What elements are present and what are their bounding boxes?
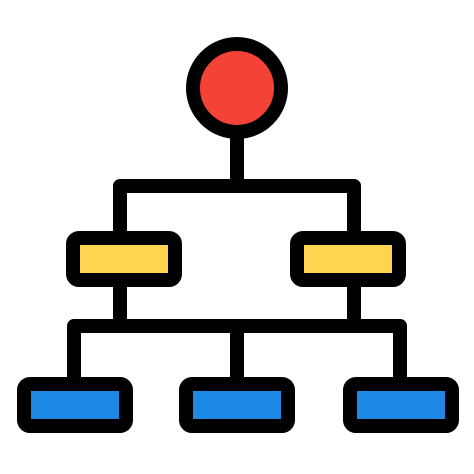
leaf-node-center: [179, 377, 295, 433]
root-node: [186, 37, 288, 139]
middle-node-left: [66, 231, 182, 287]
top-bracket: [113, 179, 361, 241]
middle-node-right: [290, 231, 406, 287]
leaf-node-right: [343, 377, 459, 433]
connector-lines: [67, 129, 407, 387]
leaf-node-left: [17, 377, 133, 433]
